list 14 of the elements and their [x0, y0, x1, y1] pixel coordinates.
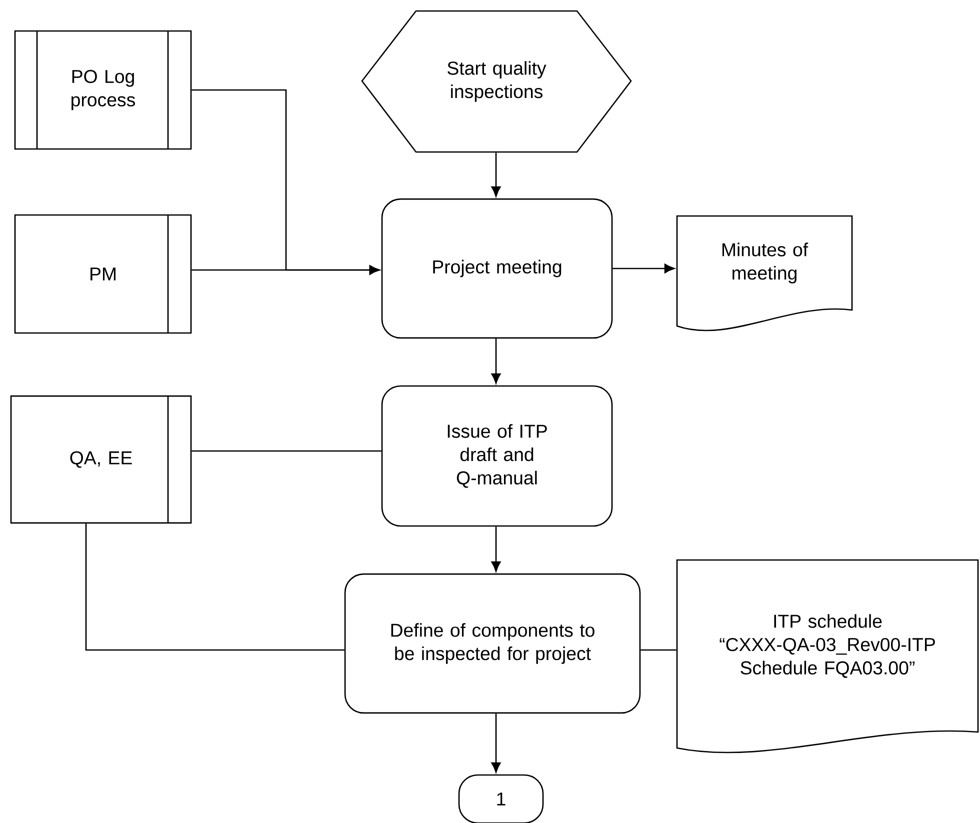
arrow: [192, 265, 380, 275]
process-box: Define of components to be inspected for project: [344, 573, 641, 714]
process-box: Project meeting: [381, 198, 613, 339]
arrow: [491, 152, 501, 197]
connector-box: 1: [458, 774, 544, 823]
start-hexagon: Start quality inspections: [361, 10, 632, 153]
arrow: [491, 526, 501, 572]
predefined-process-box: PM: [14, 214, 192, 334]
predefined-process-box: QA, EE: [10, 395, 192, 524]
arrow: [491, 338, 501, 384]
arrow: [612, 264, 675, 274]
process-box: Issue of ITP draft and Q-manual: [381, 385, 613, 527]
arrow: [491, 714, 501, 773]
predefined-process-box: PO Log process: [14, 30, 192, 150]
